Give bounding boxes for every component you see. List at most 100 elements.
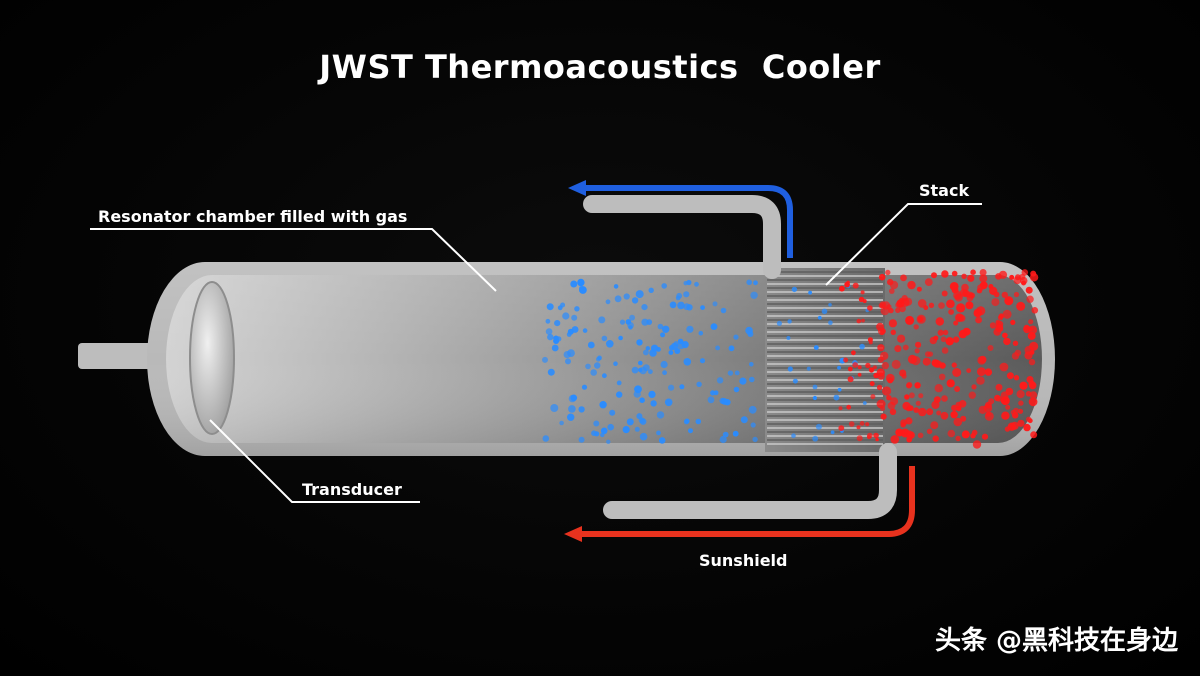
hot-particle [972,440,982,449]
cold-particle [837,387,842,392]
hot-particle [961,430,970,439]
hot-particle [838,406,843,411]
hot-particle [1028,319,1034,325]
cold-particle [591,430,597,437]
cold-particle [626,418,634,426]
cold-particle [553,335,559,342]
hot-particle [918,393,924,399]
hot-particle [934,384,943,393]
cold-particle [618,335,623,341]
cold-particle [605,299,611,305]
hot-particle [1028,397,1038,407]
cold-particle [599,401,607,409]
hot-particle [966,368,972,373]
cold-particle [662,370,667,376]
cold-particle [631,366,639,374]
hot-particle [1016,301,1026,311]
cold-particle [828,303,832,307]
cold-particle [683,358,692,366]
cold-particle [683,303,691,311]
cold-particle [651,344,659,352]
hot-particle [1003,337,1011,346]
cold-particle [565,358,571,365]
cold-particle [623,293,630,300]
hot-particle [1019,276,1028,285]
hot-particle [954,386,961,392]
hot-particle [994,394,1001,402]
cold-particle [812,395,818,401]
hot-particle [1025,286,1033,294]
cold-particle [582,328,588,333]
hot-particle [977,367,986,376]
cold-particle [607,423,614,431]
cold-particle [633,390,641,398]
cold-particle [674,348,681,354]
cold-particle [791,433,796,439]
hot-particle [979,281,988,290]
hot-particle [1013,375,1020,381]
cold-particle [570,394,578,402]
hot-particle [917,432,924,439]
cold-particle [715,345,720,351]
cold-particle [658,437,666,444]
hot-particle [991,298,1000,307]
cold-particle [602,373,607,379]
cold-particle [862,401,867,405]
cold-particle [722,431,729,438]
hot-particle [898,305,906,313]
cold-particle [686,279,692,286]
hot-particle [927,351,934,357]
hot-particle [881,361,889,370]
hot-particle [940,336,947,343]
cold-particle [577,278,585,287]
hot-particle [940,411,949,420]
hot-particle [1026,295,1034,303]
cold-particle [594,362,601,369]
hot-particle [1000,391,1009,400]
hot-particle [1006,372,1014,380]
cold-particle [606,340,614,348]
hot-particle [1012,340,1019,346]
cold-particle [828,320,833,326]
hot-particle [905,417,913,425]
hot-particle [900,274,907,282]
cold-particle [661,283,667,289]
hot-particle [900,298,910,307]
hot-particle [941,290,948,297]
cold-particle [716,377,724,384]
hot-particle [907,354,917,364]
cold-particle [700,305,705,310]
hot-particle [869,381,875,387]
cold-particle [750,422,756,428]
cold-particle [642,364,650,372]
cold-particle [641,304,648,311]
cold-particle [721,398,728,405]
cold-particle [753,280,758,286]
cold-particle [698,330,704,336]
hot-particle [1016,390,1025,399]
cold-particle [622,426,630,434]
hot-particle [937,329,944,336]
hot-particle [885,269,891,276]
cold-particle [545,318,551,324]
cold-particle [787,366,793,372]
cold-particle [559,420,564,426]
hot-particle [953,320,959,326]
hot-particle [865,422,870,427]
hot-particle [1031,307,1039,314]
hot-particle [955,435,961,442]
hot-particle [1010,319,1016,325]
hot-particle [988,284,994,289]
hot-particle [916,314,926,324]
hot-particle [846,404,852,410]
cold-particle [808,290,812,295]
cold-particle [639,432,648,441]
hot-particle [887,377,894,384]
cold-particle [683,291,690,298]
hot-particle [948,309,954,315]
hot-particle [958,314,966,322]
cold-particle [570,280,578,288]
hot-particle [1001,411,1010,420]
cold-particle [752,436,758,443]
hot-particle [947,429,956,438]
